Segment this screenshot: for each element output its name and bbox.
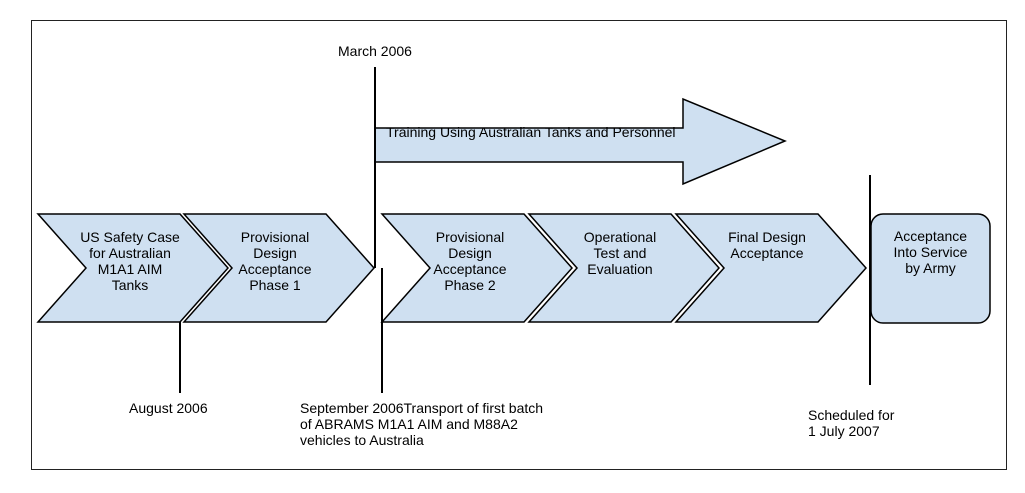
chevron-final-design [674, 213, 868, 323]
stage-label-final-design: Final Design Acceptance [728, 229, 806, 261]
chevron-pda-phase-2 [380, 213, 574, 323]
acceptance-box-label: Acceptance Into Service by Army [893, 228, 968, 276]
chevron-operational-test [527, 213, 721, 323]
stage-label-pda-phase-1: Provisional Design Acceptance Phase 1 [238, 229, 312, 293]
scheduled-label: Scheduled for 1 July 2007 [808, 407, 895, 439]
chevron-pda-phase-1 [182, 213, 376, 323]
august-2006-label: August 2006 [129, 400, 208, 416]
stage-label-pda-phase-2: Provisional Design Acceptance Phase 2 [433, 229, 507, 293]
training-arrow-shape [374, 97, 787, 186]
september-2006-label: September 2006Transport of first batch o… [300, 400, 544, 448]
stage-label-operational-test: Operational Test and Evaluation [583, 229, 657, 277]
march-2006-label: March 2006 [338, 43, 412, 59]
diagram-frame [31, 20, 1007, 470]
training-arrow-label: Training Using Australian Tanks and Pers… [386, 124, 676, 140]
stage-label-us-safety-case: US Safety Case for Australian M1A1 AIM T… [80, 229, 180, 293]
